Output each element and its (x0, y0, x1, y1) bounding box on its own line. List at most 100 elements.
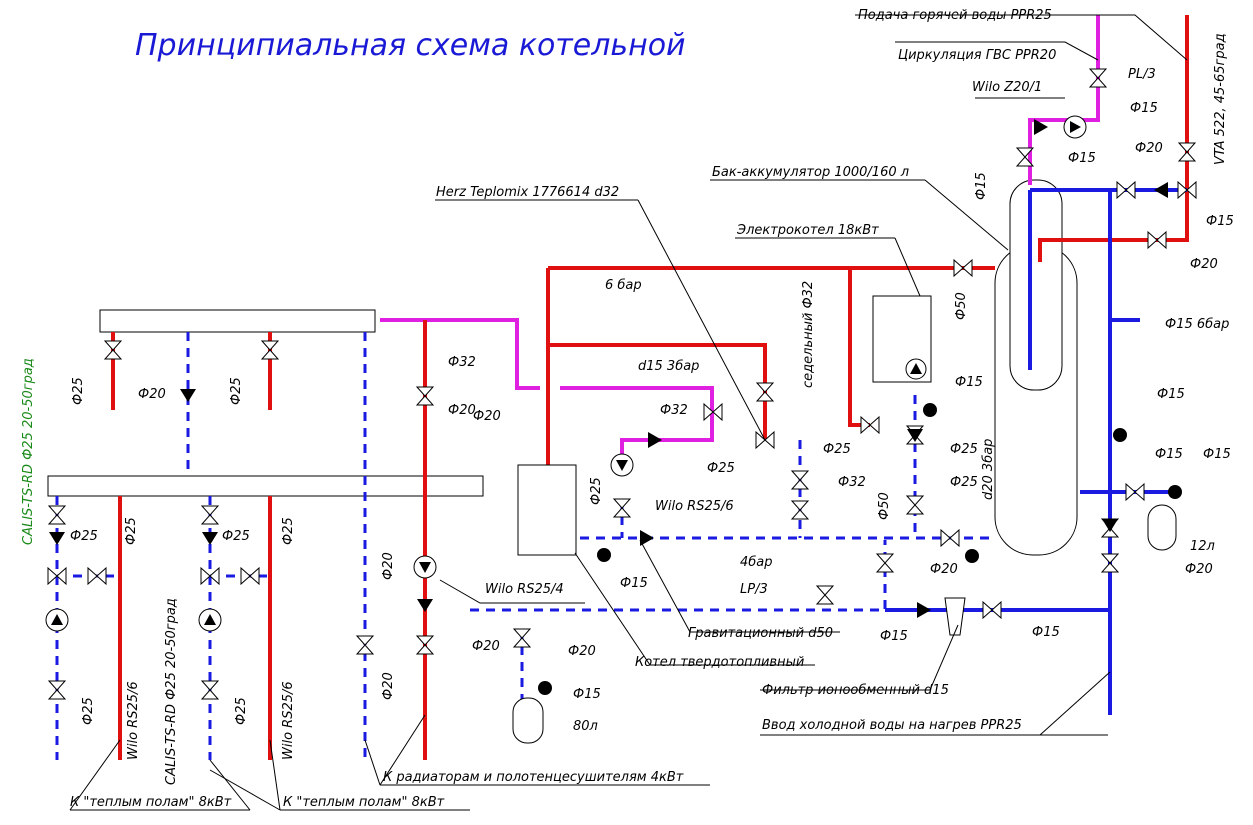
label-calis-left: CALIS-TS-RD Ф25 20-50град (21, 358, 36, 545)
label-floor1: К "теплым полам" 8кВт (70, 795, 232, 810)
valve (47, 566, 67, 586)
supply-manifold (99, 309, 376, 333)
label-hot-water-supply: Подача горячей воды PPR25 (858, 8, 1052, 23)
label-6bar: 6 бар (605, 278, 642, 293)
valve (940, 528, 960, 548)
valve (815, 585, 835, 605)
ball-valve (965, 549, 979, 563)
label-grav: Гравитационный d50 (688, 626, 833, 641)
boiler-mag-supply (380, 318, 540, 390)
valve (875, 553, 895, 573)
label-f50-b: Ф50 (877, 492, 892, 520)
label-f25-c: Ф25 (950, 442, 978, 457)
valve (200, 505, 220, 525)
valve (1015, 147, 1035, 167)
check-valve (1034, 119, 1048, 135)
label-f15-f: Ф15 (1157, 387, 1185, 402)
label-solid: Котел твердотопливный (635, 655, 804, 670)
check-valve (417, 599, 433, 612)
label-f20-h: Ф20 (472, 639, 500, 654)
label-electro: Электрокотел 18кВт (736, 223, 879, 238)
label-f15-k: Ф15 (1032, 625, 1060, 640)
label-filter: Фильтр ионообменный d15 (762, 683, 949, 698)
valve (415, 635, 435, 655)
label-wilo-rs25-6: Wilo RS25/6 (655, 499, 734, 514)
label-f15-l: Ф15 (573, 687, 601, 702)
label-f25-m: Ф25 (234, 697, 249, 725)
valve (200, 566, 220, 586)
valve (755, 382, 775, 402)
label-f20-k: Ф20 (381, 672, 396, 700)
check-valve (907, 429, 923, 442)
valve (260, 340, 280, 360)
label-f25-j: Ф25 (124, 517, 139, 545)
pump-boiler (610, 453, 634, 477)
valve (612, 498, 632, 518)
label-sedelny: седельный Ф32 (801, 281, 816, 388)
check-valve (1154, 182, 1168, 198)
valve (982, 600, 1002, 620)
label-vta: VTA 522, 45-65град (1213, 33, 1228, 165)
label-f20-e: Ф20 (1185, 562, 1213, 577)
label-f25-l: Ф25 (81, 697, 96, 725)
tank-inner-coil (1009, 179, 1063, 391)
valve (103, 340, 123, 360)
label-f20-f: Ф20 (138, 387, 166, 402)
label-lp3: LP/3 (740, 582, 768, 597)
valve (790, 470, 810, 490)
label-dhw-circulation: Циркуляция ГВС PPR20 (898, 48, 1056, 63)
check-valve (49, 532, 65, 545)
label-f15-h: Ф15 (1203, 447, 1231, 462)
label-f32-b: Ф32 (660, 403, 688, 418)
valve (860, 415, 880, 435)
solid-fuel-boiler (517, 464, 577, 556)
pump-dhw (1063, 115, 1087, 139)
label-f15-a: Ф15 (1130, 101, 1158, 116)
ball-valve (1168, 485, 1182, 499)
label-f32-c: Ф32 (838, 475, 866, 490)
valve (1177, 180, 1197, 200)
check-valve (180, 389, 196, 402)
label-f20-d: Ф20 (930, 562, 958, 577)
label-f15-6bar: Ф15 6бар (1165, 317, 1229, 332)
label-cold-in: Ввод холодной воды на нагрев PPR25 (762, 718, 1022, 733)
label-wilo-z20: Wilo Z20/1 (972, 80, 1042, 95)
valve (1088, 68, 1108, 88)
valve (200, 680, 220, 700)
check-valve (202, 532, 218, 545)
valve (1125, 482, 1145, 502)
label-floor2: К "теплым полам" 8кВт (283, 795, 445, 810)
label-calis-mid: CALIS-TS-RD Ф25 20-50град (164, 598, 179, 785)
label-f20-a: Ф20 (1135, 141, 1163, 156)
label-f20-c: Ф20 (448, 403, 476, 418)
ion-exchange-filter (944, 597, 966, 636)
valve (47, 680, 67, 700)
hot-water-supply-pipe (1038, 15, 1189, 262)
label-f25-k: Ф25 (281, 517, 296, 545)
label-f25-f: Ф25 (589, 477, 604, 505)
label-f15-b: Ф15 (1068, 151, 1096, 166)
pump-floor1 (45, 608, 69, 632)
electro-supply (848, 268, 870, 427)
label-f15-j: Ф15 (880, 629, 908, 644)
label-d20-3bar: d20 3бар (981, 439, 996, 500)
ball-valve (597, 548, 611, 562)
label-f32-a: Ф32 (448, 355, 476, 370)
label-f50-a: Ф50 (954, 292, 969, 320)
label-f25-b: Ф25 (823, 442, 851, 457)
valve (905, 495, 925, 515)
label-f15-d: Ф15 (1206, 214, 1234, 229)
label-f20-i: Ф20 (568, 644, 596, 659)
pump-radiators (413, 555, 437, 579)
label-d15-3bar: d15 3бар (638, 359, 699, 374)
ball-valve (1113, 428, 1127, 442)
check-valve (1102, 519, 1118, 532)
valve (1147, 230, 1167, 250)
label-f20-j: Ф20 (381, 552, 396, 580)
label-f15-rot: Ф15 (974, 172, 989, 200)
label-radiators: К радиаторам и полотенцесушителям 4кВт (383, 770, 684, 785)
valves (47, 68, 1197, 700)
label-f25-i: Ф25 (229, 377, 244, 405)
valve (87, 566, 107, 586)
valve (703, 402, 723, 422)
